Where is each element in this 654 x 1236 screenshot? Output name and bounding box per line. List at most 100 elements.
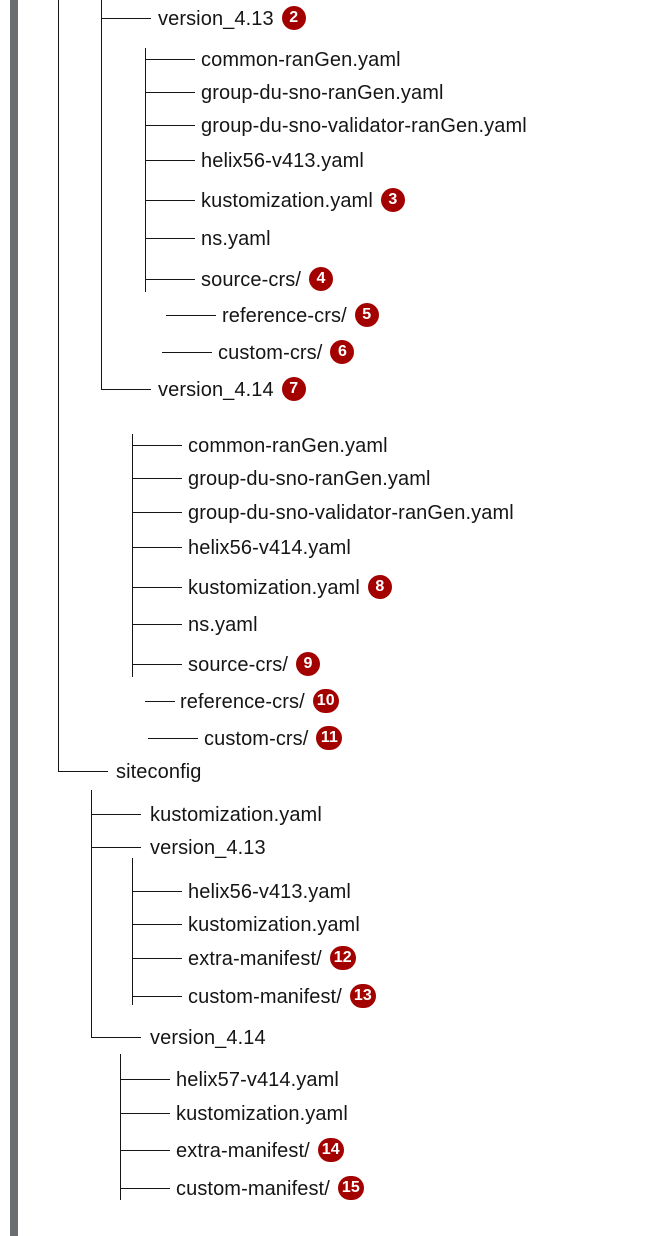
tree-entry-label: kustomization.yaml — [176, 1102, 348, 1126]
tree-row: custom-manifest/15 — [0, 1176, 654, 1201]
tree-entry-label: custom-manifest/13 — [188, 984, 376, 1009]
tree-entry-name: custom-manifest/ — [188, 986, 342, 1008]
tree-entry-label: custom-manifest/15 — [176, 1176, 364, 1201]
tree-branch-line — [162, 352, 212, 353]
tree-row: version_4.14 — [0, 1026, 654, 1050]
tree-row: version_4.13 — [0, 836, 654, 860]
tree-guide-siteconfig-4-14 — [120, 1054, 121, 1200]
tree-row: extra-manifest/12 — [0, 946, 654, 971]
tree-entry-label: extra-manifest/14 — [176, 1138, 344, 1163]
tree-row: ns.yaml — [0, 613, 654, 637]
tree-row: version_4.14 7 — [0, 377, 654, 402]
tree-branch-line — [132, 924, 182, 925]
tree-branch-line — [120, 1150, 170, 1151]
tree-entry-name: extra-manifest/ — [188, 948, 322, 970]
tree-entry-name: custom-manifest/ — [176, 1178, 330, 1200]
tree-branch-line — [145, 92, 195, 93]
callout-badge: 14 — [317, 1138, 344, 1163]
tree-entry-name: helix56-v413.yaml — [201, 150, 364, 172]
tree-entry-label: version_4.14 — [150, 1026, 266, 1050]
callout-badge: 12 — [329, 946, 356, 971]
tree-row: kustomization.yaml — [0, 803, 654, 827]
callout-badge: 5 — [354, 303, 379, 328]
tree-entry-name: kustomization.yaml — [188, 914, 360, 936]
callout-badge: 6 — [330, 340, 355, 365]
tree-entry-name: reference-crs/ — [222, 305, 347, 327]
tree-row: custom-crs/11 — [0, 726, 654, 751]
tree-entry-label: reference-crs/10 — [180, 689, 339, 714]
tree-row: reference-crs/5 — [0, 303, 654, 328]
tree-guide-level-2-a — [101, 0, 102, 390]
tree-entry-label: helix57-v414.yaml — [176, 1068, 339, 1092]
callout-badge: 4 — [309, 267, 334, 292]
tree-branch-line — [101, 389, 151, 390]
tree-entry-label: ns.yaml — [188, 613, 258, 637]
tree-branch-line — [145, 238, 195, 239]
tree-guide-version-4-14 — [132, 434, 133, 677]
callout-badge: 10 — [312, 689, 339, 714]
tree-branch-line — [132, 996, 182, 997]
tree-entry-label: custom-crs/11 — [204, 726, 343, 751]
tree-entry-name: kustomization.yaml — [150, 804, 322, 826]
tree-row: extra-manifest/14 — [0, 1138, 654, 1163]
tree-entry-name: group-du-sno-validator-ranGen.yaml — [188, 502, 514, 524]
tree-entry-label: helix56-v414.yaml — [188, 536, 351, 560]
tree-row: common-ranGen.yaml — [0, 48, 654, 72]
tree-branch-line — [120, 1113, 170, 1114]
tree-entry-label: helix56-v413.yaml — [201, 149, 364, 173]
tree-row: source-crs/4 — [0, 267, 654, 292]
tree-entry-label: helix56-v413.yaml — [188, 880, 351, 904]
tree-branch-line — [91, 1037, 141, 1038]
tree-branch-line — [145, 125, 195, 126]
tree-branch-line — [132, 547, 182, 548]
callout-badge: 11 — [316, 726, 343, 751]
tree-branch-line — [120, 1079, 170, 1080]
tree-branch-line — [132, 624, 182, 625]
tree-entry-label: common-ranGen.yaml — [188, 434, 388, 458]
tree-entry-label: version_4.13 — [150, 836, 266, 860]
tree-row: helix56-v414.yaml — [0, 536, 654, 560]
tree-row: custom-crs/6 — [0, 340, 654, 365]
tree-branch-line — [91, 814, 141, 815]
tree-guide-siteconfig — [91, 790, 92, 1038]
tree-entry-name: helix57-v414.yaml — [176, 1069, 339, 1091]
tree-entry-name: ns.yaml — [188, 614, 258, 636]
tree-entry-label: custom-crs/6 — [218, 340, 355, 365]
callout-badge: 8 — [367, 575, 392, 600]
tree-row: helix56-v413.yaml — [0, 880, 654, 904]
callout-badge: 7 — [281, 377, 306, 402]
tree-row: group-du-sno-validator-ranGen.yaml — [0, 114, 654, 138]
tree-row: source-crs/9 — [0, 652, 654, 677]
callout-badge: 13 — [349, 984, 376, 1009]
tree-branch-line — [145, 200, 195, 201]
tree-row: custom-manifest/13 — [0, 984, 654, 1009]
tree-entry-name: ns.yaml — [201, 228, 271, 250]
tree-row: reference-crs/10 — [0, 689, 654, 714]
tree-entry-name: kustomization.yaml — [176, 1103, 348, 1125]
tree-entry-label: group-du-sno-validator-ranGen.yaml — [188, 501, 514, 525]
tree-branch-line — [132, 478, 182, 479]
tree-entry-label: kustomization.yaml — [150, 803, 322, 827]
tree-branch-line — [145, 279, 195, 280]
tree-entry-name: version_4.14 — [150, 1027, 266, 1049]
tree-entry-name: group-du-sno-validator-ranGen.yaml — [201, 115, 527, 137]
tree-row: kustomization.yaml — [0, 1102, 654, 1126]
callout-badge: 2 — [281, 6, 306, 31]
tree-entry-name: helix56-v414.yaml — [188, 537, 351, 559]
tree-row: group-du-sno-ranGen.yaml — [0, 81, 654, 105]
tree-branch-line — [132, 445, 182, 446]
tree-row: common-ranGen.yaml — [0, 434, 654, 458]
tree-entry-name: siteconfig — [116, 761, 202, 783]
tree-entry-name: custom-crs/ — [204, 728, 309, 750]
tree-entry-label: siteconfig — [116, 760, 202, 784]
tree-branch-line — [145, 160, 195, 161]
tree-row: helix56-v413.yaml — [0, 149, 654, 173]
tree-entry-label: extra-manifest/12 — [188, 946, 356, 971]
tree-entry-label: version_4.14 7 — [158, 377, 306, 402]
tree-entry-name: version_4.13 — [150, 837, 266, 859]
tree-entry-name: common-ranGen.yaml — [188, 435, 388, 457]
tree-entry-name: version_4.14 — [158, 379, 274, 401]
tree-entry-label: source-crs/4 — [201, 267, 334, 292]
